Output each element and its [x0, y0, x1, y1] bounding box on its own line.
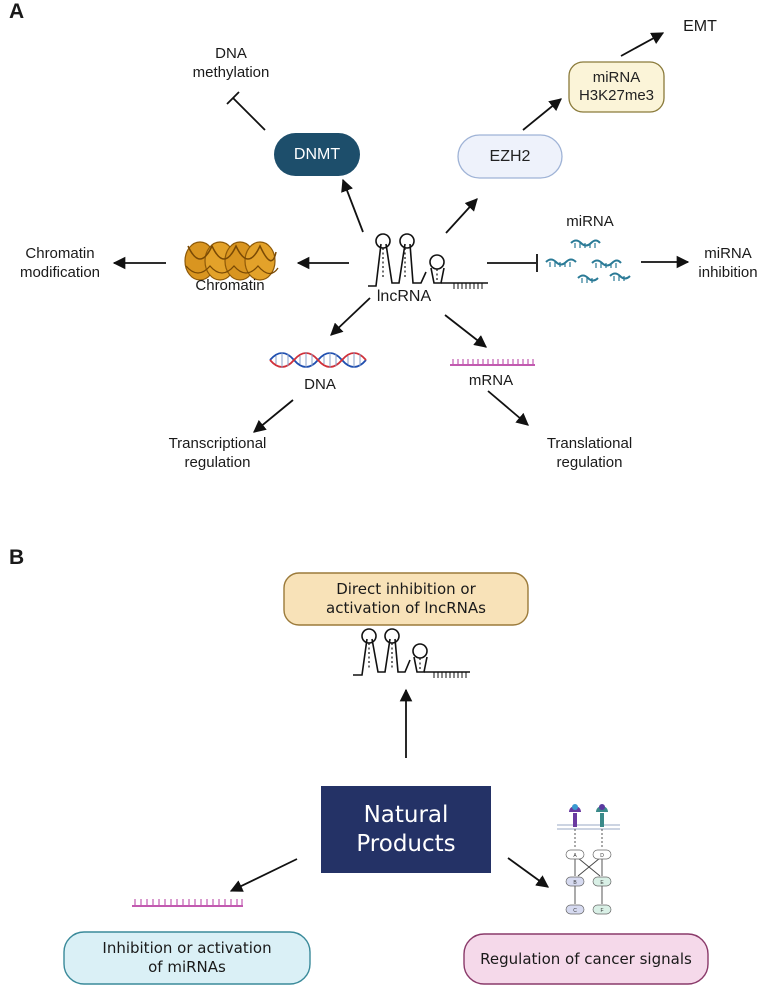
chromatin-icon: [184, 241, 279, 281]
natural-products-box-shape: [321, 786, 491, 873]
arrow-dna-to-transcriptional: [253, 399, 294, 433]
arrow-lncrna-to-dnmt: [341, 178, 364, 233]
signaling-pathway-icon: [557, 804, 620, 848]
mirna-h3k27me3-pill-shape: [568, 61, 665, 113]
mirna-label: miRNA: [566, 213, 614, 230]
arrow-np-to-mirnas: [229, 858, 298, 892]
pathway-node-label: D: [600, 853, 604, 859]
mirna-h3k27me3-label: miRNA H3K27me3: [578, 69, 655, 104]
lncrna-icon-b: [353, 628, 470, 678]
mirnas-box-shape: [63, 931, 311, 985]
pathway-node-label: B: [573, 880, 577, 886]
pathway-node-label: C: [573, 908, 577, 914]
pathway-node-c: [565, 904, 585, 915]
arrow-to-emt: [620, 32, 665, 57]
chromatin-modification-label: Chromatin modification: [19, 245, 101, 281]
emt-label: EMT: [683, 18, 717, 35]
inhibit-dnmt-dna-methylation: [226, 91, 266, 131]
dna-label: DNA: [304, 376, 336, 393]
mirna-cluster-icon: [545, 239, 631, 283]
arrow-ezh2-to-mirna-h3k27me3: [522, 98, 562, 131]
translational-regulation-label: Translational regulation: [546, 435, 633, 471]
dnmt-label: DNMT: [293, 145, 341, 163]
ezh2-label: EZH2: [489, 147, 531, 165]
pathway-connector: [577, 857, 601, 877]
pathway-node-d: [592, 849, 612, 860]
chromatin-label: Chromatin: [195, 277, 265, 294]
lncrna-label: lncRNA: [376, 288, 432, 305]
lncrna-icon: [368, 233, 488, 289]
arrow-lncrna-to-ezh2: [445, 198, 478, 234]
mrna-icon: [450, 359, 535, 366]
dnmt-pill-shape: [274, 133, 360, 176]
ezh2-pill-shape: [457, 134, 563, 179]
mirna-inhibition-label: miRNA inhibition: [698, 245, 758, 281]
dna-methylation-label: DNA methylation: [192, 45, 270, 81]
pathway-node-b: [565, 876, 585, 887]
arrow-lncrna-to-mrna: [444, 314, 487, 348]
arrow-mrna-to-translational: [487, 390, 529, 426]
cancer-signals-box-label: Regulation of cancer signals: [480, 949, 692, 968]
arrow-lncrna-to-dna: [330, 297, 371, 336]
direct-lncrna-box-label: Direct inhibition or activation of lncRN…: [326, 580, 486, 617]
arrow-np-to-cancer-signals: [507, 857, 550, 888]
panel-a-letter: A: [9, 0, 25, 23]
mrna-icon-b: [132, 899, 243, 907]
mrna-label: mRNA: [468, 372, 514, 389]
pathway-node-label: F: [600, 908, 603, 914]
pathway-node-label: E: [600, 880, 604, 886]
panel-b-letter: B: [9, 546, 25, 569]
direct-lncrna-box-shape: [283, 572, 529, 626]
mirnas-box-label: Inhibition or activation of miRNAs: [102, 939, 272, 976]
inhibit-lncrna-mirna: [487, 254, 538, 272]
pathway-node-a: [565, 849, 585, 860]
pathway-node-f: [592, 904, 612, 915]
pathway-node-e: [592, 876, 612, 887]
pathway-nodes: A D B E C F: [565, 849, 612, 915]
natural-products-label: Natural Products: [356, 801, 456, 857]
cancer-signals-box-shape: [463, 933, 709, 985]
dna-helix-icon: [269, 352, 367, 368]
pathway-node-label: A: [573, 853, 577, 859]
transcriptional-regulation-label: Transcriptional regulation: [168, 435, 267, 471]
